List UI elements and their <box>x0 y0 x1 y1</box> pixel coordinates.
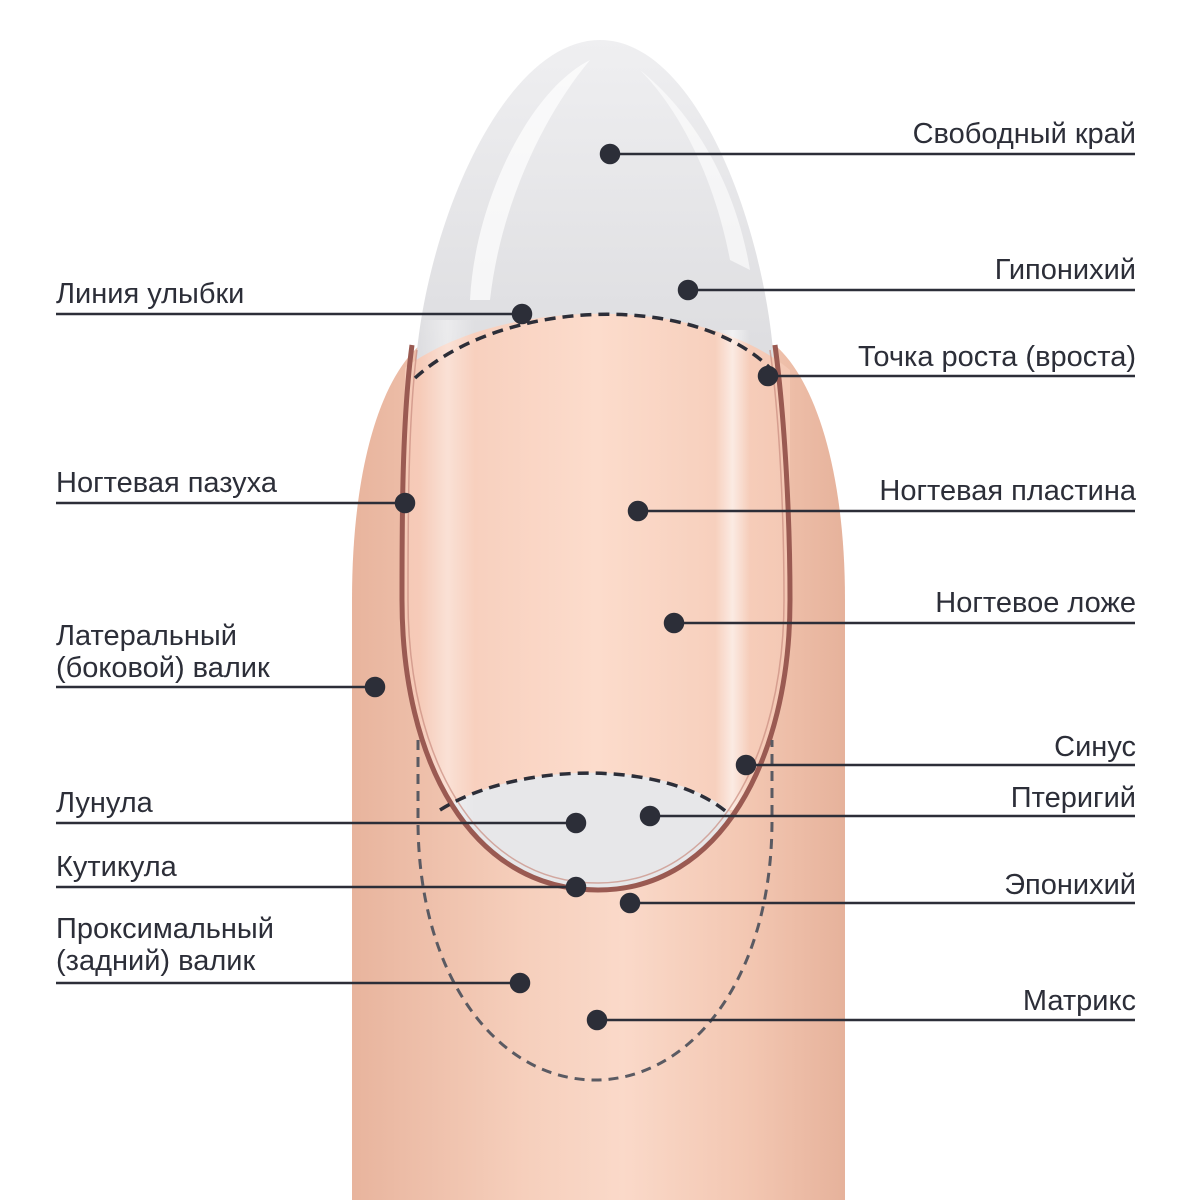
gloss-right <box>715 330 750 810</box>
label-nail-groove: Ногтевая пазуха <box>56 467 277 499</box>
free-edge-highlight <box>470 60 590 300</box>
dot-free-edge <box>599 143 621 165</box>
nail-plate-shape <box>402 313 790 890</box>
label-lateral-fold-line1: Латеральный <box>56 620 237 652</box>
label-cuticle-text: Кутикула <box>56 851 177 883</box>
nail-groove-outline <box>399 344 793 893</box>
label-lunula-text: Лунула <box>56 787 153 819</box>
lunula-line-dashed <box>439 771 732 817</box>
leader-lines <box>56 143 1135 1031</box>
label-lateral-fold: Латеральный (боковой) валик <box>56 620 270 684</box>
label-hyponychium: Гипонихий <box>994 254 1136 286</box>
label-cuticle: Кутикула <box>56 851 177 883</box>
dot-proximal-fold <box>509 972 531 994</box>
label-sinus: Синус <box>1054 731 1136 763</box>
label-proximal-fold: Проксимальный (задний) валик <box>56 913 274 977</box>
label-smile-line: Линия улыбки <box>56 278 244 310</box>
label-free-edge: Свободный край <box>912 118 1136 150</box>
label-lateral-fold-line2: (боковой) валик <box>56 652 270 684</box>
dot-nail-plate <box>627 500 649 522</box>
dot-growth-point <box>757 365 779 387</box>
dot-nail-groove <box>394 492 416 514</box>
dot-lateral-fold <box>364 676 386 698</box>
dot-cuticle <box>565 876 587 898</box>
label-matrix: Матрикс <box>1022 985 1136 1017</box>
dot-sinus <box>735 754 757 776</box>
label-lunula: Лунула <box>56 787 153 819</box>
label-smile-line-text: Линия улыбки <box>56 278 245 310</box>
label-pterygium: Птеригий <box>1010 782 1136 814</box>
label-eponychium: Эпонихий <box>1004 869 1136 901</box>
label-proximal-fold-line2: (задний) валик <box>56 945 256 977</box>
nail-groove-outline-inner <box>407 349 785 884</box>
dot-lunula <box>565 812 587 834</box>
label-nail-bed: Ногтевое ложе <box>935 587 1136 619</box>
free-edge-highlight-right <box>640 70 750 270</box>
dot-pterygium <box>639 805 661 827</box>
dot-nail-bed <box>663 612 685 634</box>
label-nail-plate: Ногтевая пластина <box>879 475 1136 507</box>
label-growth-point: Точка роста (вроста) <box>857 341 1136 373</box>
label-proximal-fold-line1: Проксимальный <box>56 913 274 945</box>
dot-smile-line <box>511 303 533 325</box>
dot-matrix <box>586 1009 608 1031</box>
label-nail-groove-text: Ногтевая пазуха <box>56 467 277 499</box>
dot-hyponychium <box>677 279 699 301</box>
matrix-outline-dashed <box>416 740 774 1082</box>
dot-eponychium <box>619 892 641 914</box>
